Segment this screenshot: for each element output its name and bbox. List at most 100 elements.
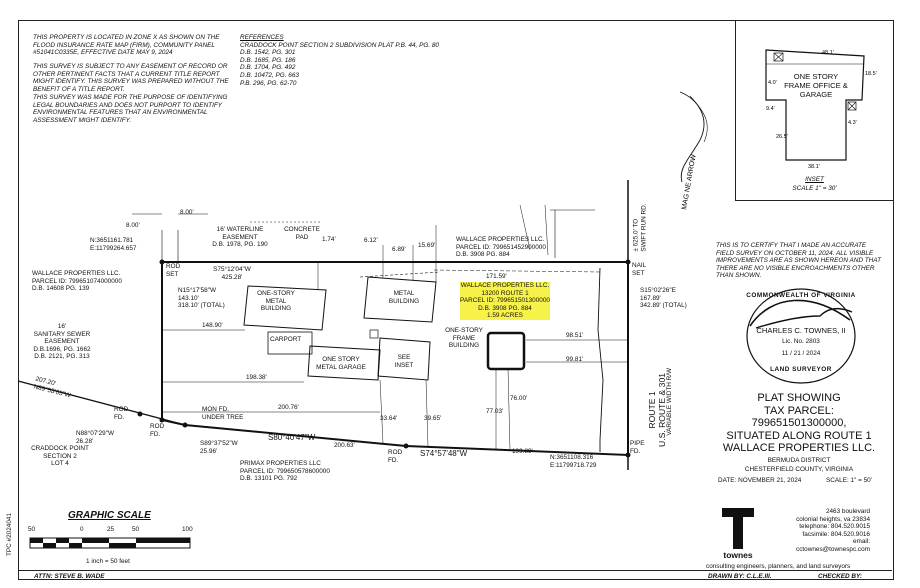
south-distance-2: 199.89'	[512, 448, 533, 455]
nw-coordinate: N:3651161.781 E:11799264.657	[90, 237, 137, 252]
dimension: 76.00'	[510, 395, 528, 402]
firm-fax: facsimile: 804.520.9016	[802, 530, 870, 538]
scale-tick: 100	[182, 526, 193, 533]
dimension: 77.03'	[486, 408, 504, 415]
rod-found-marker	[137, 411, 143, 417]
seal-date: 11 / 21 / 2024	[781, 350, 821, 357]
scale-tick: 0	[80, 526, 84, 533]
firm-email: email: cctownes@townespc.com	[796, 538, 870, 553]
subject-parcel-label: WALLACE PROPERTIES LLC. 13200 ROUTE 1 PA…	[460, 282, 550, 320]
craddock-lot-label: CRADDOCK POINT SECTION 2 LOT 4	[31, 445, 89, 468]
nail-set-marker	[625, 259, 631, 265]
dimension: 99.81'	[566, 356, 584, 363]
west-bearing: N15°17'58"W 143.10' 318.10' (TOTAL)	[178, 287, 225, 310]
metal-building-label: METAL BUILDING	[388, 290, 420, 305]
firm-tagline: consulting engineers, planners, and land…	[706, 563, 851, 570]
plat-title-line: WALLACE PROPERTIES LLC.	[722, 442, 876, 454]
surveyor-certification: THIS IS TO CERTIFY THAT I MADE AN ACCURA…	[716, 242, 881, 280]
reference-line: D.B. 10472, PG. 663	[240, 71, 299, 79]
firm-address-line: colonial heights, va 23834	[796, 515, 870, 523]
inset-dim: 4.0'	[768, 80, 777, 86]
easement-note: THIS SURVEY IS SUBJECT TO ANY EASEMENT O…	[33, 63, 229, 93]
dimension: 198.38'	[246, 374, 267, 381]
checked-by: CHECKED BY:	[818, 573, 863, 580]
plat-title-line: PLAT SHOWING	[757, 392, 841, 404]
dimension: 6.12'	[364, 237, 378, 244]
plat-title-line: SITUATED ALONG ROUTE 1	[726, 429, 872, 442]
carport-label: CARPORT	[270, 336, 302, 343]
county-label: CHESTERFIELD COUNTY, VIRGINIA	[744, 466, 854, 473]
rod-found-label: ROD FD.	[114, 406, 129, 421]
inset-dim: 18.5'	[865, 71, 877, 77]
monument-label: MON FD. UNDER TREE	[202, 406, 244, 421]
dimension: 8.00'	[126, 222, 140, 229]
inset-building-label: ONE STORY FRAME OFFICE & GARAGE	[784, 72, 848, 99]
flood-zone-note: THIS PROPERTY IS LOCATED IN ZONE X AS SH…	[33, 34, 220, 57]
drawn-by: DRAWN BY: C.L.E.III.	[708, 573, 772, 580]
garage-label: ONE STORY METAL GARAGE	[316, 356, 366, 371]
north-bearing: S75°12'04"W 425.28'	[213, 266, 251, 281]
rod-found-marker	[403, 443, 409, 449]
reference-line: D.B. 1685, PG. 186	[240, 56, 296, 64]
north-arrow-icon: MAG NE ARROW	[681, 154, 698, 211]
townes-logo-icon: townes	[718, 508, 758, 562]
dimension: 15.69'	[418, 242, 436, 249]
firm-address: 2463 boulevard colonial heights, va 2383…	[780, 508, 870, 554]
dimension: 1.74'	[322, 236, 336, 243]
dimension: 200.76'	[278, 404, 299, 411]
firm-phone: telephone: 804.520.9015	[799, 523, 870, 531]
dimension: 33.64'	[380, 415, 398, 422]
graphic-scale-title: GRAPHIC SCALE	[68, 510, 151, 521]
seal-icon	[746, 288, 856, 384]
pipe-found-label: PIPE FD.	[630, 440, 645, 455]
frame-building-label: ONE-STORY FRAME BUILDING	[445, 327, 483, 350]
references-block: REFERENCES CRADDOCK POINT SECTION 2 SUBD…	[240, 34, 440, 87]
dimension: 171.59'	[486, 273, 507, 280]
rod-found-label: ROD FD.	[388, 449, 403, 464]
inset-dim: 9.4'	[766, 106, 775, 112]
firm-name: townes	[723, 550, 753, 560]
primax-neighbor-label: PRIMAX PROPERTIES LLC PARCEL ID: 7996505…	[240, 460, 330, 483]
sewer-easement-label: 16' SANITARY SEWER EASEMENT D.B.1696, PG…	[33, 323, 91, 361]
dimension: 39.65'	[424, 415, 442, 422]
monument-marker	[182, 422, 188, 428]
reference-line: D.B. 1542, PG. 301	[240, 49, 296, 57]
firm-address-line: 2463 boulevard	[825, 508, 870, 515]
survey-sheet-border	[18, 20, 894, 580]
rod-found-marker	[159, 417, 165, 423]
scale-tick: 50	[132, 526, 140, 533]
swift-run-distance: ± 625.0' TO SWIFT RUN RD.	[632, 203, 648, 252]
reference-line: P.B. 296, PG. 62-70	[240, 79, 297, 87]
pipe-found-marker	[625, 452, 631, 458]
tpc-number: TPC #2024041	[6, 513, 13, 556]
west-neighbor-label: WALLACE PROPERTIES LLC. PARCEL ID: 79965…	[32, 270, 122, 293]
inset-dim: 48.1'	[822, 50, 834, 56]
northwest-bearing: N88°07'29"W 26.28'	[76, 430, 115, 445]
footer-rule	[18, 570, 892, 571]
south-distance-1: 200.63'	[334, 442, 355, 449]
plat-scale: SCALE: 1" = 50'	[826, 477, 872, 484]
inset-dim: 26.5'	[776, 134, 788, 140]
inset-panel: 48.1' 18.5' 4.3' 38.1' 26.5' 9.4' 4.0' O…	[735, 20, 893, 201]
seal-bottom-text: LAND SURVEYOR	[770, 366, 832, 373]
dimension: 8.00'	[180, 209, 194, 216]
seal-name: CHARLES C. TOWNES, II	[756, 326, 846, 335]
inset-dim: 38.1'	[808, 164, 820, 170]
right-of-way-label: VARIABLE WIDTH R/W	[666, 367, 674, 436]
se-coordinate: N:3651108.316 E:11799718.729	[550, 454, 597, 469]
route-label: ROUTE 1 U.S. ROUTE & 301	[647, 372, 667, 448]
rod-set-label: ROD SET	[166, 263, 181, 278]
graphic-scale-bar	[29, 537, 191, 549]
scale-tick: 25	[107, 526, 115, 533]
seal-top-text: COMMONWEALTH OF VIRGINIA	[746, 292, 856, 299]
see-inset-label: SEE INSET	[394, 354, 414, 369]
graphic-scale-note: 1 inch = 50 feet	[86, 558, 130, 565]
dimension: 6.89'	[392, 246, 406, 253]
west-metal-building-label: ONE-STORY METAL BUILDING	[257, 290, 295, 313]
plat-title-line: 799651501300000,	[751, 417, 847, 429]
plat-title: PLAT SHOWING TAX PARCEL: 799651501300000…	[706, 392, 892, 455]
scale-tick: 50	[28, 526, 36, 533]
references-title: REFERENCES	[240, 34, 284, 41]
nail-set-label: NAIL SET	[632, 262, 647, 277]
district-label: BERMUDA DISTRICT	[767, 457, 831, 464]
